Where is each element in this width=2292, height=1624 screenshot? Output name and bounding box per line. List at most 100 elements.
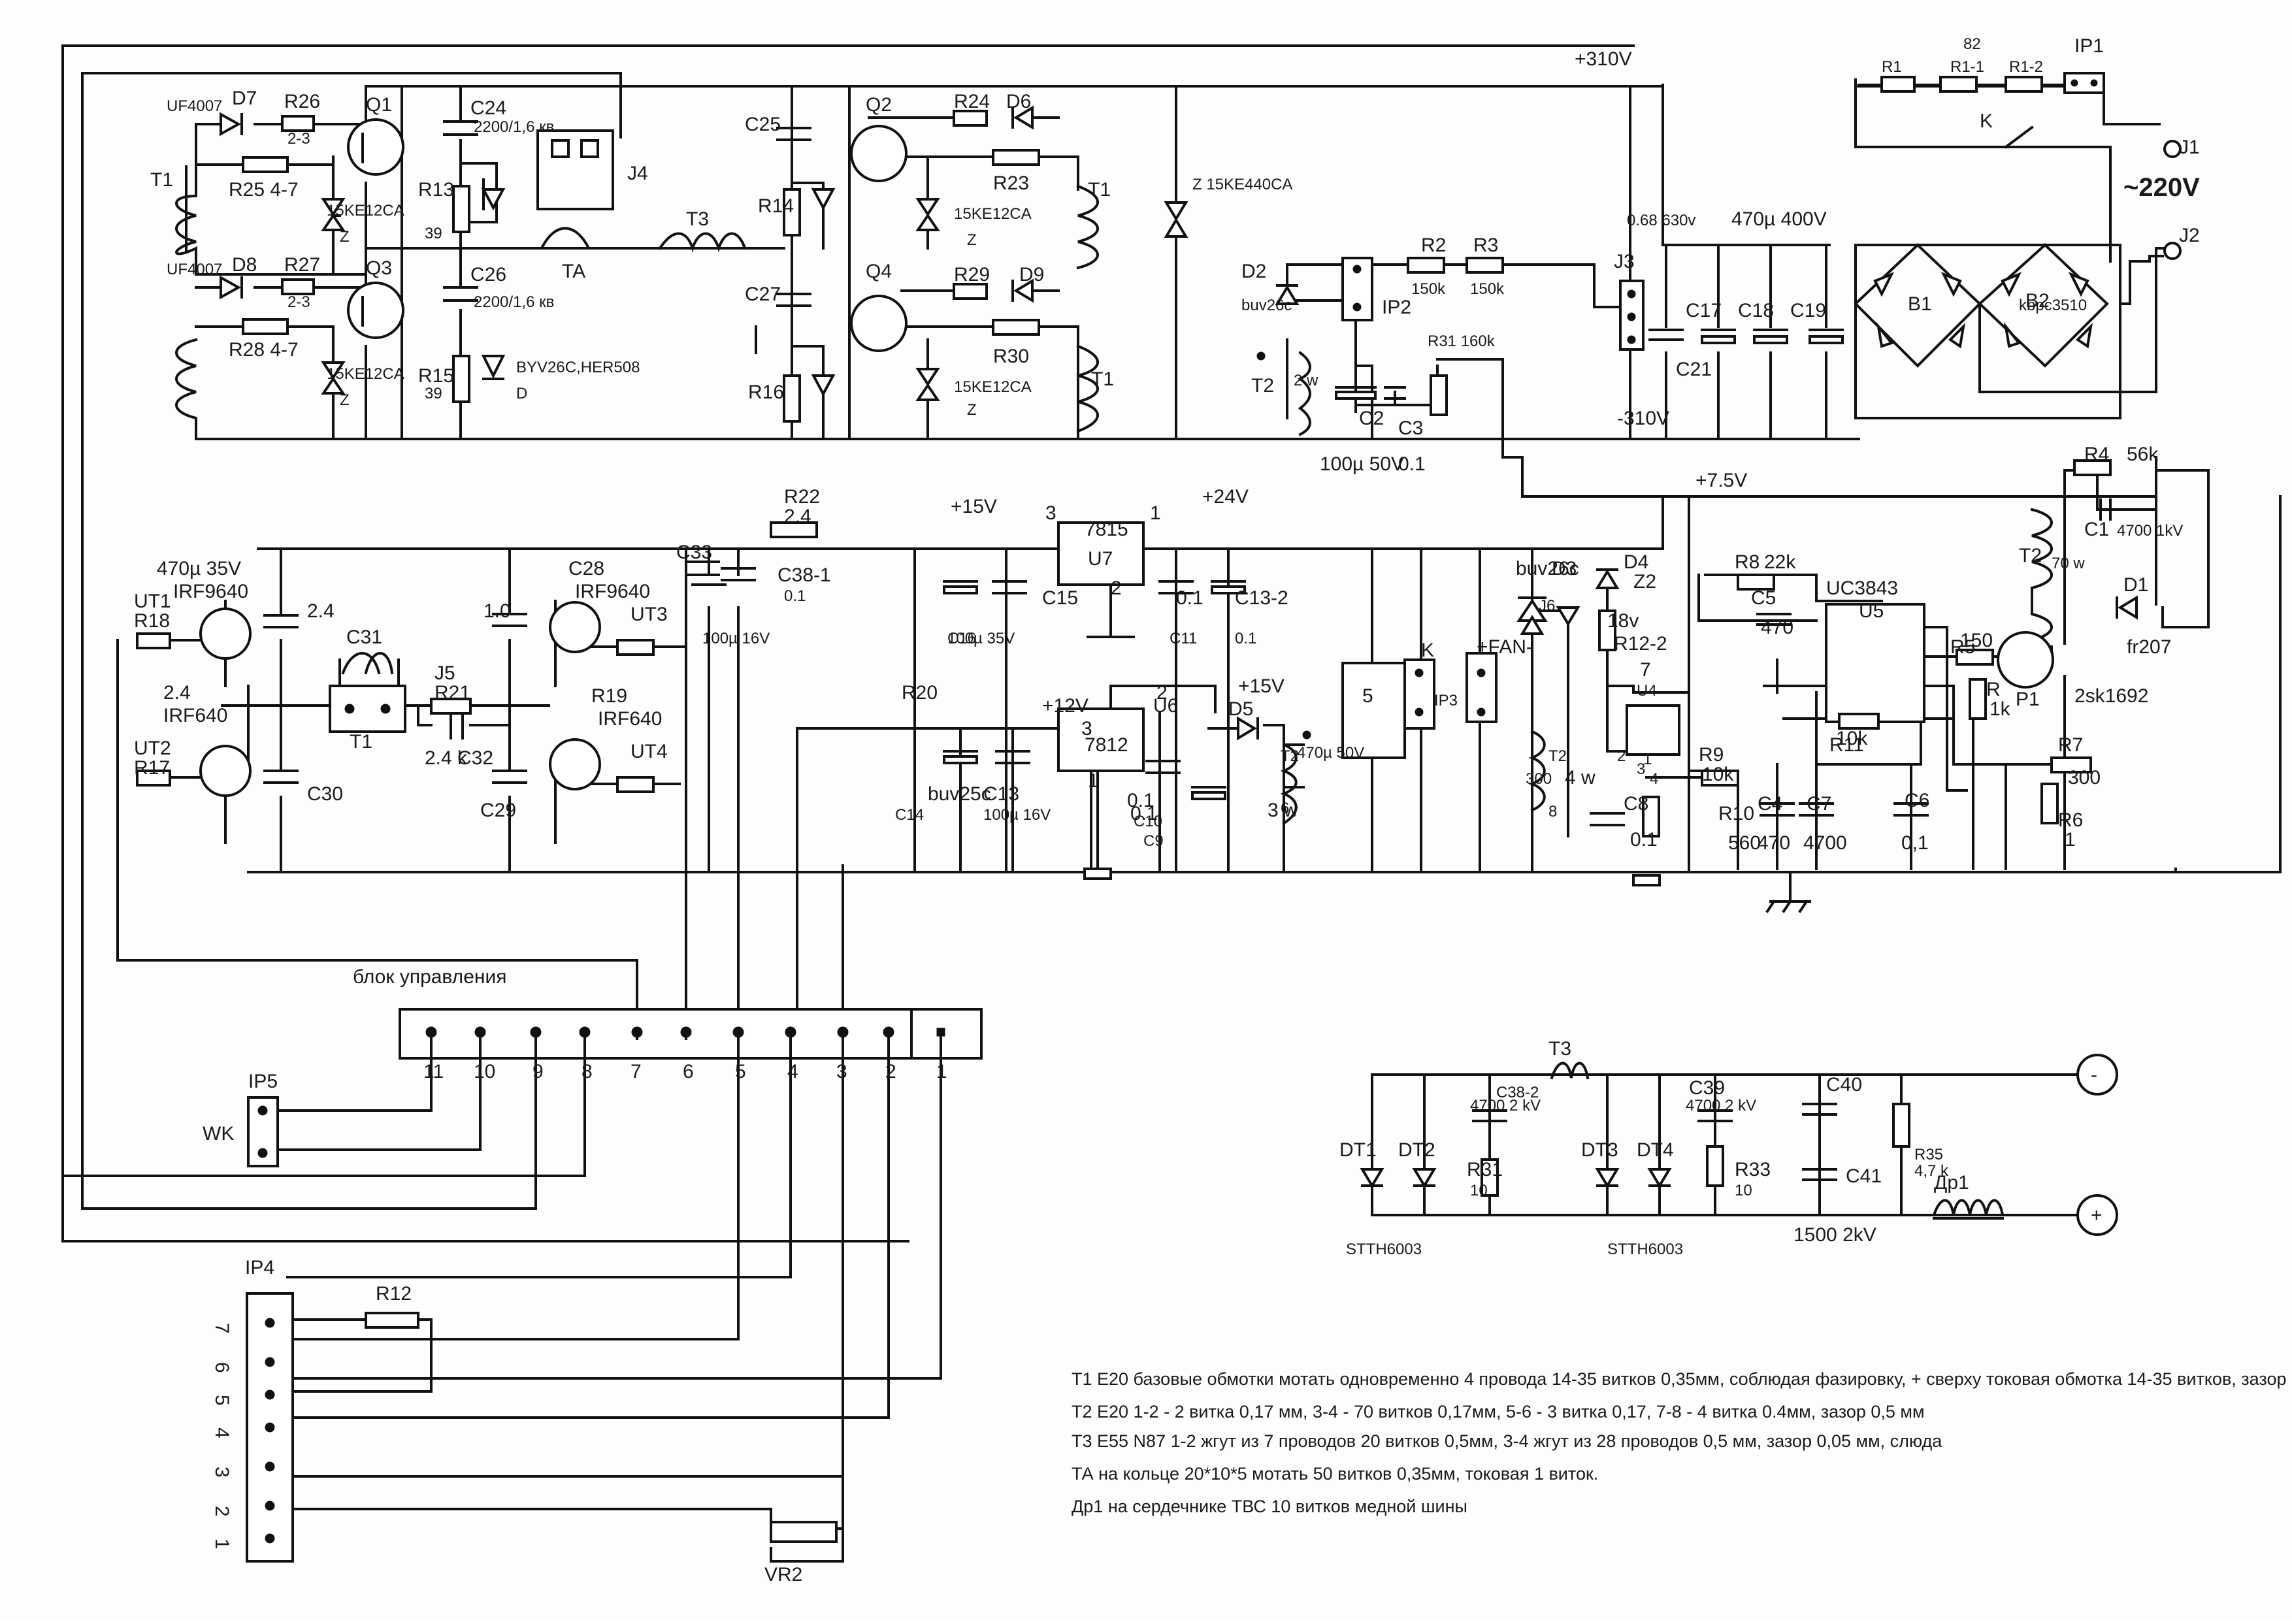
left-components xyxy=(185,112,747,403)
component-label: 0.1 xyxy=(1130,803,1158,824)
component-label: R7 xyxy=(2058,734,2083,756)
component-label: R25 4-7 xyxy=(229,179,299,201)
component-label: 150k xyxy=(1470,280,1505,298)
ip4-pin-number: 5 xyxy=(211,1395,233,1406)
component-label: C21 xyxy=(1676,359,1712,380)
component-label: 10k xyxy=(1702,764,1734,785)
component-label: R6 xyxy=(2058,809,2083,831)
component-label: 4700 xyxy=(1803,832,1847,854)
component-label: T2 xyxy=(1251,375,1274,397)
component-label: J4 xyxy=(627,163,648,184)
component-label: R21 xyxy=(434,682,470,704)
component-label: 300 xyxy=(2068,767,2101,788)
component-label: 470 xyxy=(1758,832,1790,854)
component-label: C25 xyxy=(745,114,781,135)
component-label: C13-2 xyxy=(1235,587,1288,609)
winding-note: T2 E20 1-2 - 2 витка 0,17 мм, 3-4 - 70 в… xyxy=(1072,1402,1925,1421)
component-label: C38-1 xyxy=(778,564,831,586)
component-label: Z xyxy=(967,231,977,249)
component-label: UF4007 xyxy=(167,261,222,278)
component-label: R xyxy=(1986,679,2001,700)
component-label: UT2 xyxy=(134,738,171,759)
component-label: 6 xyxy=(1281,800,1289,817)
component-label: 150k xyxy=(1411,280,1446,298)
component-label: J1 xyxy=(2179,137,2200,158)
component-label: R3 xyxy=(1473,235,1498,256)
component-label: 4700 2 kV xyxy=(1470,1097,1541,1114)
component-label: J2 xyxy=(2179,225,2200,246)
component-label: 560 xyxy=(1728,832,1761,854)
component-label: 470µ 400V xyxy=(1731,208,1827,230)
component-label: 9 xyxy=(532,1061,544,1082)
component-label: STTH6003 xyxy=(1607,1241,1683,1258)
component-label: 1 xyxy=(1150,502,1161,524)
component-label: 8 xyxy=(581,1061,593,1082)
output-section xyxy=(1360,1054,2118,1236)
component-label: Z xyxy=(340,391,350,409)
component-label: IRF9640 xyxy=(575,581,650,602)
component-label: 2.4 xyxy=(784,506,811,527)
component-label: + xyxy=(2091,1205,2103,1226)
ip4-pin-number: 3 xyxy=(211,1467,233,1478)
component-label: C31 xyxy=(346,626,382,648)
component-label: BYV26C,HER508 xyxy=(516,359,640,376)
component-label: R33 xyxy=(1735,1159,1771,1180)
component-label: Q3 xyxy=(366,257,392,279)
component-label: +24V xyxy=(1202,486,1249,508)
component-label: R1 xyxy=(1882,58,1902,76)
component-label: VR2 xyxy=(764,1564,802,1585)
component-label: 15KE12CA xyxy=(954,378,1032,396)
component-label: STTH6003 xyxy=(1346,1241,1422,1258)
component-label: 7 xyxy=(1640,659,1651,681)
component-label: 2-3 xyxy=(287,293,310,311)
component-label: 2 w xyxy=(1294,372,1318,389)
component-label: 1 xyxy=(1643,751,1652,768)
component-label: 2 xyxy=(1156,682,1168,704)
winding-note: T1 E20 базовые обмотки мотать одновремен… xyxy=(1072,1369,2292,1389)
component-label: 15KE12CA xyxy=(327,365,404,383)
component-label: R22 xyxy=(784,486,820,508)
component-label: C1 xyxy=(2084,519,2109,540)
component-label: P1 xyxy=(2016,689,2040,710)
component-label: 3 w xyxy=(1268,800,1298,821)
component-label: R10 xyxy=(1718,803,1754,824)
component-label: C30 xyxy=(307,783,343,805)
component-label: C33 xyxy=(676,542,712,563)
component-label: buv26c xyxy=(1241,297,1292,314)
winding-notes: T1 E20 базовые обмотки мотать одновремен… xyxy=(1072,1369,2292,1516)
component-label: UF4007 xyxy=(167,97,222,115)
component-label: R30 xyxy=(993,346,1029,367)
component-label: T3 xyxy=(1548,1038,1571,1060)
component-label: 2.4 k xyxy=(425,747,468,769)
component-label: J6 xyxy=(1539,597,1555,615)
component-label: D xyxy=(516,385,527,402)
component-label: UT1 xyxy=(134,591,171,612)
component-label: UC3843 xyxy=(1826,577,1898,599)
component-label: R19 xyxy=(591,685,627,707)
component-label: T1 xyxy=(1091,368,1114,390)
ip4-pin-number: 2 xyxy=(211,1506,233,1517)
component-label: D9 xyxy=(1019,264,1044,285)
component-label: R2 xyxy=(1421,235,1446,256)
component-label: C13 xyxy=(983,783,1019,805)
component-label: 6 xyxy=(683,1061,694,1082)
component-label: R12 xyxy=(376,1283,412,1305)
component-label: 2 xyxy=(1111,577,1122,599)
component-label: +FAN- xyxy=(1477,636,1533,658)
component-label: Q4 xyxy=(866,261,892,282)
component-label: Z2 xyxy=(1633,571,1656,593)
component-label: 3 xyxy=(1081,718,1092,739)
component-label: 0.1 xyxy=(784,587,806,605)
component-label: buv26c xyxy=(1516,558,1579,579)
component-label: блок управления xyxy=(353,966,506,988)
component-label: 4,7 k xyxy=(1914,1162,1949,1180)
pwm-section xyxy=(1688,459,2282,913)
component-label: D3 xyxy=(1552,558,1577,579)
component-label: U6 xyxy=(1153,695,1178,717)
component-label: 4 xyxy=(787,1061,798,1082)
component-label: D7 xyxy=(232,88,257,109)
component-label: J5 xyxy=(434,662,455,684)
component-label: R27 xyxy=(284,254,320,276)
component-label: R29 xyxy=(954,264,990,285)
